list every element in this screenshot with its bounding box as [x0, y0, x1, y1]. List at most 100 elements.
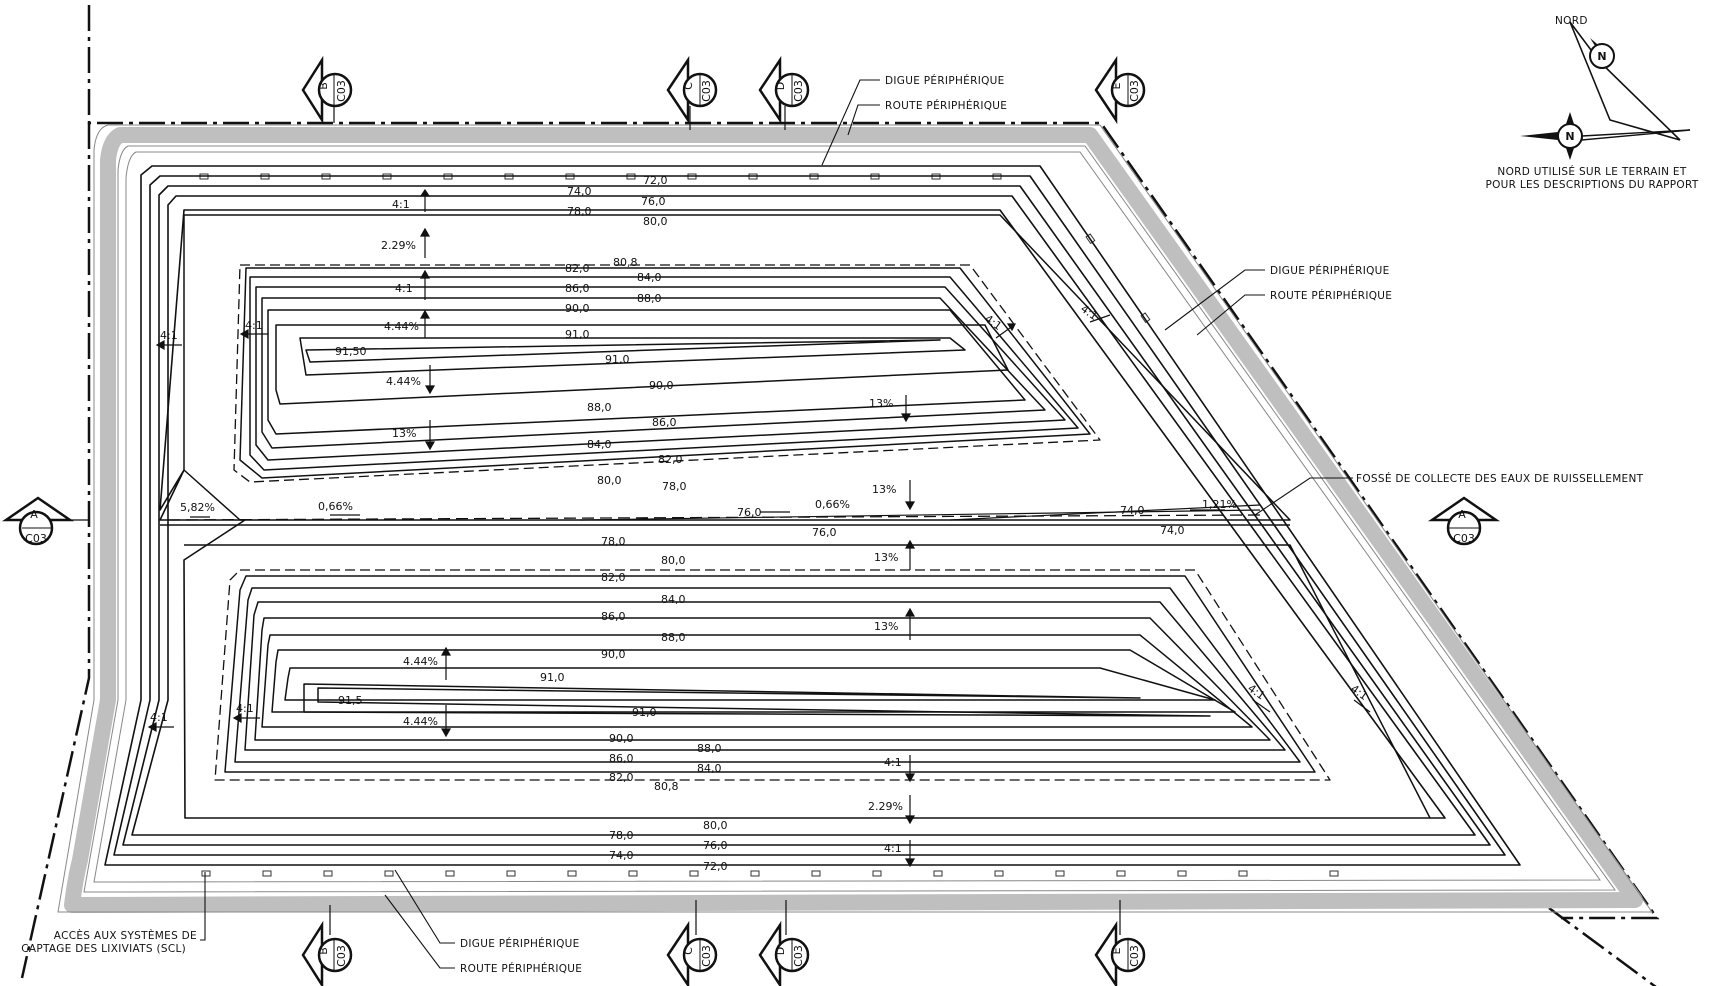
property-boundary [20, 5, 1660, 986]
north-note-line1: NORD UTILISÉ SUR LE TERRAIN ET [1497, 165, 1686, 178]
contour-label: 82,0 [609, 771, 634, 784]
north-arrow: N N [1520, 21, 1691, 160]
contour-label: 78,0 [609, 829, 634, 842]
perimeter-road [57, 124, 1653, 913]
section-b-bottom-letter: B [317, 947, 330, 955]
contour-label: 78,0 [662, 480, 687, 493]
contour-label: 88,0 [637, 292, 662, 305]
slope-label: 4.44% [384, 320, 419, 333]
contour-label: 86,0 [565, 282, 590, 295]
slope-label: 13% [392, 427, 416, 440]
contour-label: 74,0 [567, 185, 592, 198]
section-e-top-letter: E [1110, 82, 1123, 89]
contour-lines-upper [183, 214, 1291, 521]
contour-label: 78,0 [601, 535, 626, 548]
slope-label: 4.44% [386, 375, 421, 388]
north-symbol-letter: N [1597, 50, 1606, 63]
slope-label: 4:1 [982, 312, 1004, 333]
slope-label: 1,21% [1202, 498, 1237, 511]
contour-label: 90,0 [601, 648, 626, 661]
contour-label: 90,0 [565, 302, 590, 315]
slope-label: 4:1 [236, 702, 254, 715]
slope-label: 13% [874, 620, 898, 633]
section-a-right-letter: A [1458, 508, 1466, 521]
contour-label: 86,0 [609, 752, 634, 765]
callout-texts: DIGUE PÉRIPHÉRIQUE ROUTE PÉRIPHÉRIQUE DI… [21, 74, 1643, 975]
contour-label: 76,0 [812, 526, 837, 539]
section-d-top-sheet: C03 [792, 80, 805, 102]
contour-label: 76,0 [703, 839, 728, 852]
section-b-top-sheet: C03 [335, 80, 348, 102]
slope-label: 13% [874, 551, 898, 564]
contour-label: 86,0 [601, 610, 626, 623]
contour-label: 91,50 [335, 345, 367, 358]
section-a-left-letter: A [30, 508, 38, 521]
section-e-top-sheet: C03 [1128, 80, 1141, 102]
contour-label: 82,0 [601, 571, 626, 584]
contour-label: 82,0 [658, 453, 683, 466]
section-e-bottom-letter: E [1110, 947, 1123, 954]
contour-label: 72,0 [703, 860, 728, 873]
callout-acces-line1: ACCÈS AUX SYSTÈMES DE [54, 929, 197, 942]
callout-acces-line2: CAPTAGE DES LIXIVIATS (SCL) [21, 943, 186, 955]
section-e-bottom-sheet: C03 [1128, 945, 1141, 967]
contour-label: 80,0 [661, 554, 686, 567]
callout-top-route: ROUTE PÉRIPHÉRIQUE [885, 99, 1007, 112]
callout-bottom-route: ROUTE PÉRIPHÉRIQUE [460, 962, 582, 975]
contour-label: 72,0 [643, 174, 668, 187]
slope-label: 4:1 [160, 329, 178, 342]
section-d-bottom-letter: D [774, 947, 787, 955]
section-c-top-letter: C [682, 82, 695, 90]
contour-label: 90,0 [609, 732, 634, 745]
contour-label: 84,0 [587, 438, 612, 451]
contour-label: 80,0 [703, 819, 728, 832]
contour-label: 86,0 [652, 416, 677, 429]
contour-label: 80,8 [654, 780, 679, 793]
contour-label: 88,0 [697, 742, 722, 755]
contour-label: 91,0 [565, 328, 590, 341]
contour-label: 76,0 [641, 195, 666, 208]
contour-label: 84,0 [637, 271, 662, 284]
section-c-top-sheet: C03 [700, 80, 713, 102]
callout-leaders [200, 79, 1353, 969]
section-a-left-sheet: C03 [25, 532, 47, 545]
contour-label: 91,5 [338, 694, 363, 707]
slope-label: 2.29% [381, 239, 416, 252]
section-d-top-letter: D [774, 82, 787, 90]
contour-label: 80,8 [613, 256, 638, 269]
contour-label: 78,0 [567, 205, 592, 218]
north-note-line2: POUR LES DESCRIPTIONS DU RAPPORT [1485, 179, 1698, 191]
slope-label: 4.44% [403, 655, 438, 668]
section-a-right-sheet: C03 [1453, 532, 1475, 545]
slope-label: 4:1 [884, 756, 902, 769]
contour-label: 80,0 [643, 215, 668, 228]
section-b-top-letter: B [317, 82, 330, 90]
north-symbol-letter-2: N [1565, 130, 1574, 143]
contour-label: 74,0 [1160, 524, 1185, 537]
contour-label: 84,0 [697, 762, 722, 775]
contour-lines-outer [104, 165, 1521, 866]
contour-label: 88,0 [661, 631, 686, 644]
callout-top-digue: DIGUE PÉRIPHÉRIQUE [885, 74, 1005, 87]
slope-label: 0,66% [318, 500, 353, 513]
slope-label: 2.29% [868, 800, 903, 813]
contour-label: 74,0 [1120, 504, 1145, 517]
contour-label: 91,0 [632, 706, 657, 719]
slope-label: 4:1 [1245, 682, 1267, 703]
contour-label: 76,0 [737, 506, 762, 519]
callout-right-route: ROUTE PÉRIPHÉRIQUE [1270, 289, 1392, 302]
contour-label: 90,0 [649, 379, 674, 392]
north-label: NORD [1555, 15, 1588, 27]
section-b-bottom-sheet: C03 [335, 945, 348, 967]
slope-labels: 4:1 2.29% 4:1 4.44% 4.44% 13% 4:1 4:1 4:… [150, 198, 1370, 855]
contour-label: 74,0 [609, 849, 634, 862]
slope-arrows [147, 188, 1371, 868]
section-d-bottom-sheet: C03 [792, 945, 805, 967]
contour-label: 88,0 [587, 401, 612, 414]
section-c-bottom-sheet: C03 [700, 945, 713, 967]
slope-label: 5,82% [180, 501, 215, 514]
section-marker-labels: A C03 A C03 B C03 C C03 D C03 E C03 B C0… [25, 80, 1475, 967]
ditch [160, 504, 1290, 526]
section-c-bottom-letter: C [682, 947, 695, 955]
